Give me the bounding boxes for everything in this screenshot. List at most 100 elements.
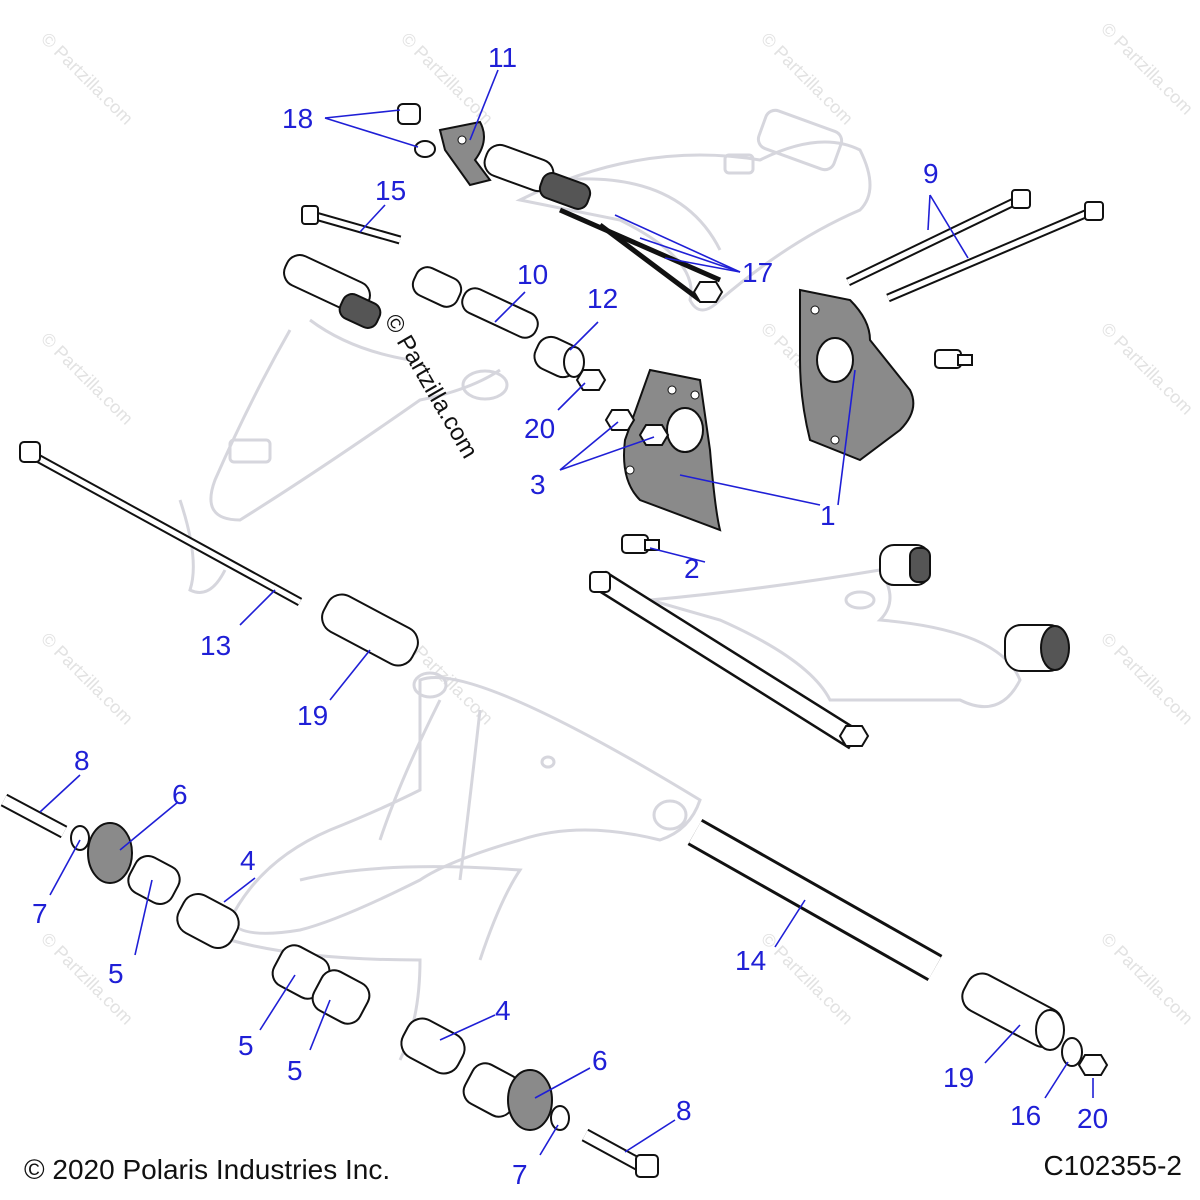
upper-right-a-arm-ghost (515, 108, 872, 312)
lower-right-bushing-a (879, 544, 931, 586)
washer-18b (414, 140, 436, 158)
watermark-text: © Partzilla.com (1097, 19, 1197, 119)
mounting-bracket-right (799, 288, 915, 462)
sleeve-19-lower (961, 972, 1065, 1051)
bolt-8-left (0, 793, 68, 839)
long-bolt-13 (19, 441, 303, 606)
mounting-bracket-left (623, 368, 722, 532)
watermark-text: © Partzilla.com (37, 29, 137, 129)
callout-5b: 5 (238, 1030, 254, 1061)
bushing-5-left (127, 855, 181, 905)
watermark-text: © Partzilla.com (37, 629, 137, 729)
leader-line (324, 109, 401, 119)
upper-left-a-arm-ghost (178, 318, 509, 594)
leader-line (469, 69, 499, 141)
leader-line (929, 194, 969, 259)
bushing-5-mid-b (311, 969, 371, 1025)
sleeve-19-upper (321, 593, 419, 667)
leader-line (49, 839, 81, 896)
flange-bolt-2 (621, 534, 660, 554)
sleeve-10 (461, 287, 539, 339)
callout-8a: 8 (74, 745, 90, 776)
pivot-assembly-left (283, 254, 382, 329)
callout-15: 15 (375, 175, 406, 206)
leader-line (984, 1024, 1021, 1064)
callout-19a: 19 (297, 700, 328, 731)
callout-8b: 8 (676, 1095, 692, 1126)
flange-bolt-right (934, 349, 973, 369)
callout-3: 3 (530, 469, 546, 500)
upper-plate-11 (438, 120, 492, 187)
callout-5c: 5 (287, 1055, 303, 1086)
callout-12: 12 (587, 283, 618, 314)
leader-line (837, 369, 856, 506)
nut-20-lower (1077, 1054, 1109, 1076)
callout-9: 9 (923, 158, 939, 189)
callout-19b: 19 (943, 1062, 974, 1093)
leader-line (309, 999, 331, 1051)
lower-right-bushing-b (1004, 624, 1070, 672)
long-bolt-9b (886, 201, 1104, 303)
callout-17: 17 (742, 257, 773, 288)
long-bolt-9a (846, 189, 1031, 287)
washer-6-right (507, 1069, 553, 1131)
leader-line (557, 382, 586, 411)
leader-lines (39, 69, 1094, 1156)
watermark-text: © Partzilla.com (757, 29, 857, 129)
callout-7a: 7 (32, 898, 48, 929)
leader-line (329, 649, 371, 701)
figure-id: C102355-2 (1043, 1150, 1182, 1181)
washer-7-right (550, 1105, 570, 1131)
watermark-text: © Partzilla.com (1097, 929, 1197, 1029)
leader-line (679, 474, 821, 506)
leader-line (324, 117, 419, 148)
leader-line (639, 237, 741, 273)
washer-16 (1061, 1037, 1083, 1067)
nut-18a (397, 103, 421, 125)
watermark-layer: © Partzilla.com © Partzilla.com © Partzi… (37, 19, 1197, 1029)
callout-labels: 1 2 3 4 4 5 5 5 6 6 7 7 8 8 9 10 11 12 1… (32, 42, 1108, 1190)
leader-line (927, 194, 931, 231)
lower-right-a-arm-ghost (649, 568, 1022, 709)
leader-line (119, 801, 179, 851)
copyright-notice: © 2020 Polaris Industries Inc. (24, 1154, 391, 1185)
leader-line (439, 1014, 496, 1041)
bushing-12 (533, 335, 585, 379)
callout-1: 1 (820, 500, 836, 531)
leader-line (569, 321, 599, 351)
callout-16: 16 (1010, 1100, 1041, 1131)
sleeve-4-left (176, 893, 240, 949)
bolt-15 (301, 205, 402, 245)
callout-4b: 4 (495, 995, 511, 1026)
nut-3a (604, 409, 636, 431)
leader-line (359, 204, 386, 233)
shaft-14 (687, 818, 943, 982)
leader-line (539, 1124, 559, 1156)
washer-6-left (87, 822, 133, 884)
callout-7b: 7 (512, 1159, 528, 1190)
callout-4a: 4 (240, 845, 256, 876)
leader-line (239, 589, 276, 626)
trailing-arm-ghost (228, 671, 702, 1061)
callout-2: 2 (684, 553, 700, 584)
callout-20b: 20 (1077, 1103, 1108, 1134)
lower-right-pivot-bolt (589, 570, 870, 750)
callout-13: 13 (200, 630, 231, 661)
sleeve-4-right (400, 1017, 466, 1075)
washer-7-left (70, 825, 90, 851)
callout-5a: 5 (108, 958, 124, 989)
callout-11: 11 (488, 42, 517, 73)
leader-line (559, 421, 619, 471)
callout-6a: 6 (172, 779, 188, 810)
leader-line (774, 899, 806, 948)
watermark-text: © Partzilla.com (1097, 629, 1197, 729)
leader-line (534, 1067, 591, 1099)
bolt-8-right (581, 1128, 659, 1178)
leader-line (614, 214, 741, 273)
leader-line (649, 547, 706, 563)
callout-18: 18 (282, 103, 313, 134)
watermark-text: © Partzilla.com (1097, 319, 1197, 419)
pivot-assembly-upper (483, 143, 724, 303)
